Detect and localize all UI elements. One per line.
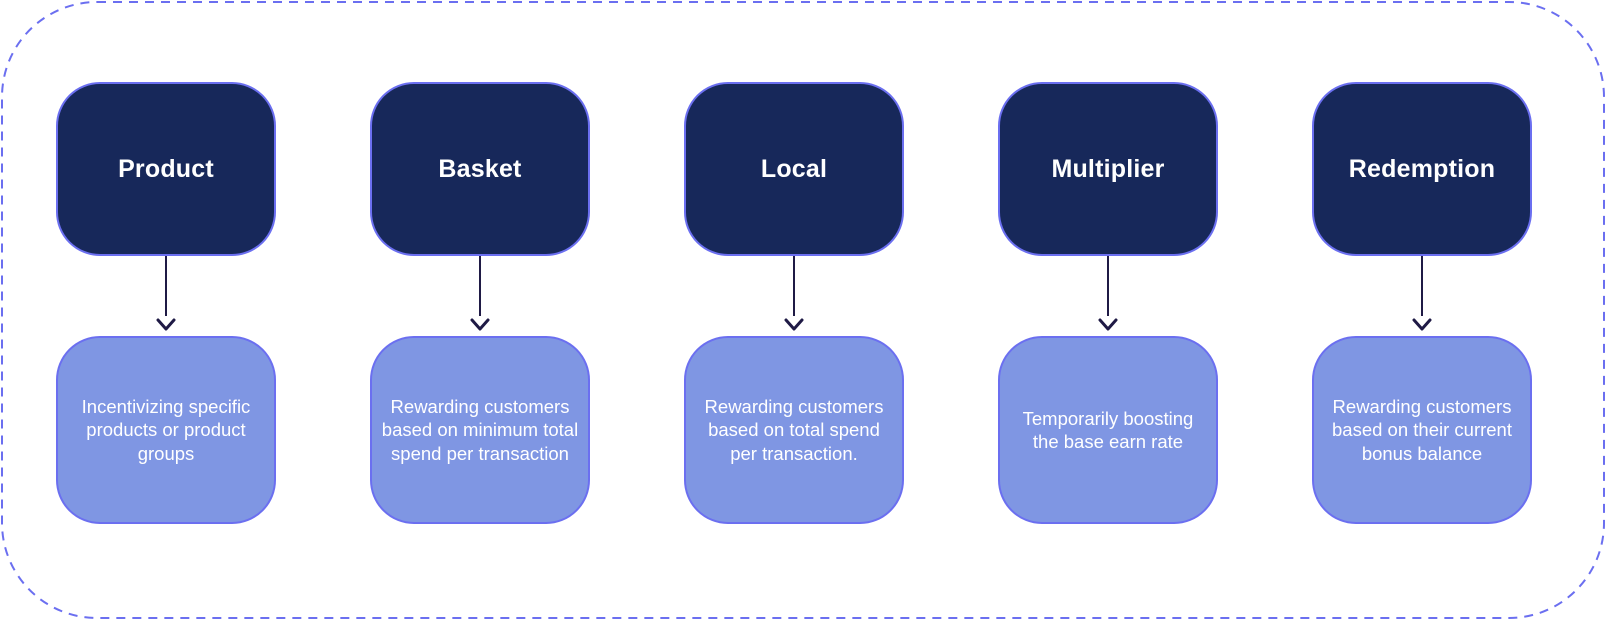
connector-line-basket: [479, 256, 481, 316]
description-label-redemption: Rewarding customers based on their curre…: [1332, 395, 1512, 464]
description-box-basket: Rewarding customers based on minimum tot…: [370, 336, 590, 524]
connector-line-redemption: [1421, 256, 1423, 316]
header-box-local: Local: [684, 82, 904, 256]
column-redemption: Redemption Rewarding customers based on …: [1312, 0, 1532, 621]
header-label-local: Local: [760, 154, 828, 183]
arrow-down-icon: [1098, 318, 1118, 331]
description-box-redemption: Rewarding customers based on their curre…: [1312, 336, 1532, 524]
connector-line-local: [793, 256, 795, 316]
description-box-product: Incentivizing specific products or produ…: [56, 336, 276, 524]
connector-line-multiplier: [1107, 256, 1109, 316]
header-label-product: Product: [118, 154, 214, 183]
header-label-basket: Basket: [438, 154, 522, 183]
header-box-basket: Basket: [370, 82, 590, 256]
arrow-down-icon: [1412, 318, 1432, 331]
description-label-local: Rewarding customers based on total spend…: [704, 395, 884, 464]
description-label-basket: Rewarding customers based on minimum tot…: [381, 395, 579, 464]
column-multiplier: Multiplier Temporarily boosting the base…: [998, 0, 1218, 621]
column-local: Local Rewarding customers based on total…: [684, 0, 904, 621]
description-box-multiplier: Temporarily boosting the base earn rate: [998, 336, 1218, 524]
header-label-multiplier: Multiplier: [1051, 154, 1165, 183]
column-product: Product Incentivizing specific products …: [56, 0, 276, 621]
arrow-down-icon: [784, 318, 804, 331]
description-box-local: Rewarding customers based on total spend…: [684, 336, 904, 524]
description-label-product: Incentivizing specific products or produ…: [81, 395, 251, 464]
header-box-redemption: Redemption: [1312, 82, 1532, 256]
connector-line-product: [165, 256, 167, 316]
arrow-down-icon: [156, 318, 176, 331]
header-label-redemption: Redemption: [1348, 154, 1496, 183]
header-box-product: Product: [56, 82, 276, 256]
column-basket: Basket Rewarding customers based on mini…: [370, 0, 590, 621]
arrow-down-icon: [470, 318, 490, 331]
description-label-multiplier: Temporarily boosting the base earn rate: [1022, 407, 1194, 453]
header-box-multiplier: Multiplier: [998, 82, 1218, 256]
